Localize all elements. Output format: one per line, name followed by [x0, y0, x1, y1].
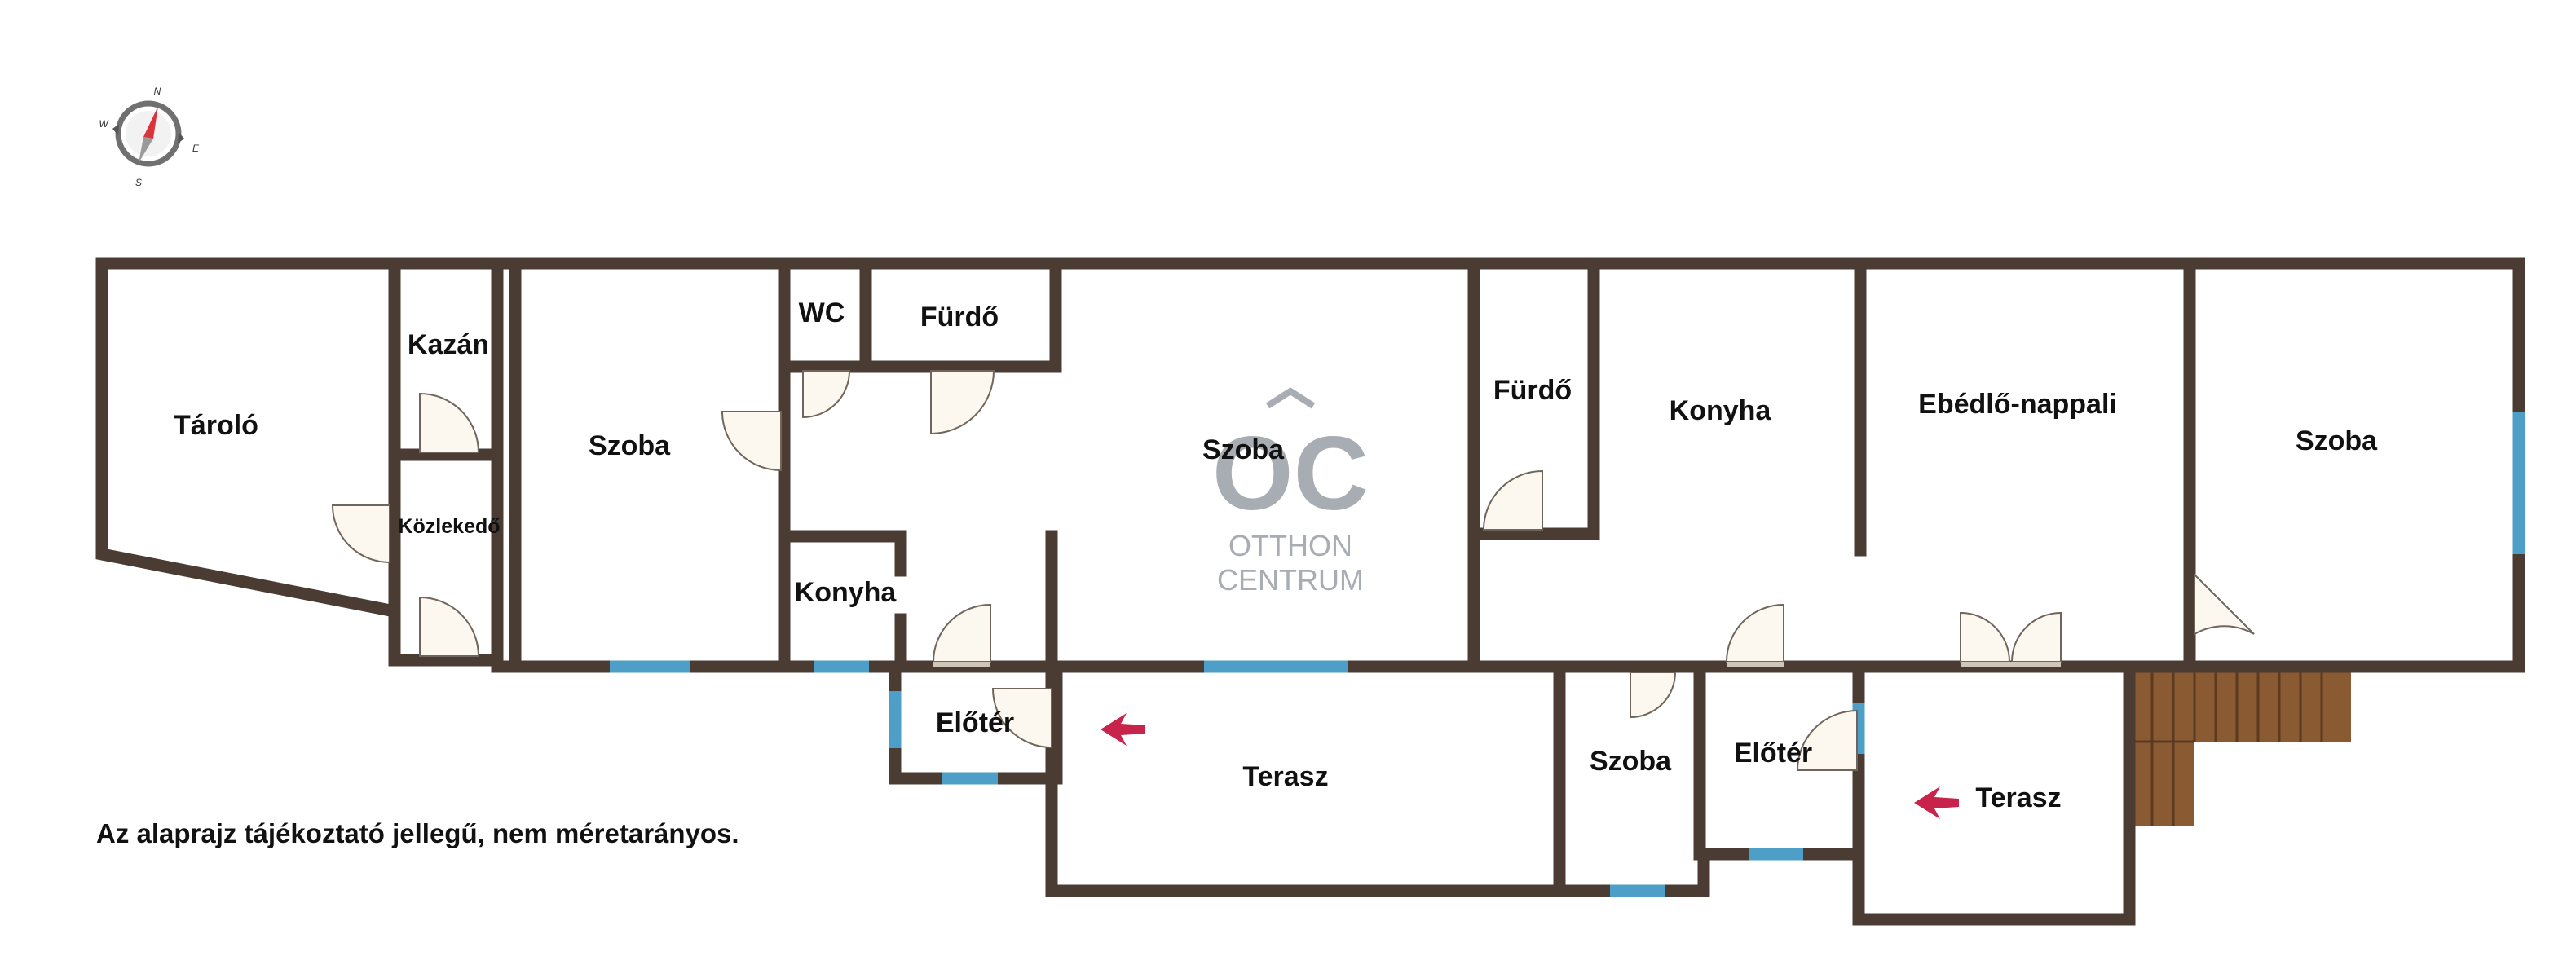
- door-szoba-4: [1630, 672, 1677, 719]
- room-label-kazan: Kazán: [408, 329, 489, 360]
- compass-north-label: N: [154, 86, 161, 97]
- windows: [610, 412, 2525, 897]
- door-eloter-1: [991, 688, 1052, 749]
- door-furdo-2: [1482, 469, 1543, 531]
- door-konyha-2: [1725, 603, 1784, 663]
- door-szoba-1: [721, 411, 782, 472]
- room-label-szoba-4: Szoba: [1590, 746, 1672, 777]
- door-tarolo: [331, 504, 390, 564]
- room-label-konyha-2: Konyha: [1670, 395, 1772, 426]
- door-kazan: [419, 392, 480, 453]
- compass-icon: N E S W: [99, 86, 200, 188]
- room-label-tarolo: Tároló: [174, 410, 258, 441]
- disclaimer-note: Az alaprajz tájékoztató jellegű, nem mér…: [96, 818, 739, 848]
- room-label-eloter-2: Előtér: [1734, 738, 1812, 769]
- door-wc: [802, 370, 851, 419]
- door-nappali-right: [2010, 611, 2062, 663]
- room-label-furdo-2: Fürdő: [1493, 375, 1572, 406]
- room-label-wc: WC: [799, 297, 845, 328]
- door-konyha-1: [932, 603, 991, 663]
- door-sill-2: [1727, 662, 1784, 667]
- room-label-szoba-1: Szoba: [589, 430, 671, 461]
- room-label-szoba-3: Szoba: [2296, 425, 2378, 456]
- room-labels: Tároló Kazán Közlekedő Szoba WC Fürdő Sz…: [174, 297, 2378, 813]
- watermark-monogram: OC: [1212, 416, 1369, 532]
- compass-south-label: S: [135, 177, 142, 188]
- arrow-left-icon: [1914, 786, 1959, 819]
- arrow-left-icon: [1101, 713, 1145, 746]
- door-nappali-left: [1960, 611, 2011, 663]
- room-label-ebedlo-nappali: Ebédlő-nappali: [1918, 389, 2117, 420]
- door-sill-1: [933, 662, 990, 667]
- doors: [331, 370, 2255, 771]
- door-furdo-1: [930, 370, 995, 435]
- stairs: [2129, 668, 2351, 826]
- compass-west-label: W: [99, 118, 109, 130]
- room-label-terasz-1: Terasz: [1242, 761, 1328, 792]
- door-sill-3: [1961, 662, 2061, 667]
- compass-east-label: E: [192, 143, 200, 154]
- watermark-logo: OC OTTHON CENTRUM: [1212, 387, 1369, 597]
- door-eloter-2: [1796, 709, 1858, 771]
- door-kozlekedo: [419, 596, 480, 657]
- door-szoba-3-swing: [2194, 572, 2255, 636]
- room-label-terasz-2: Terasz: [1975, 782, 2061, 813]
- room-label-eloter-1: Előtér: [936, 707, 1014, 738]
- room-label-furdo-1: Fürdő: [920, 302, 999, 333]
- watermark-line-1: OTTHON: [1228, 529, 1352, 562]
- room-label-kozlekedo: Közlekedő: [398, 515, 500, 538]
- entrance-arrows: [1101, 713, 1959, 819]
- watermark-line-2: CENTRUM: [1217, 563, 1364, 597]
- room-label-szoba-2: Szoba: [1202, 434, 1285, 465]
- room-label-konyha-1: Konyha: [795, 577, 898, 608]
